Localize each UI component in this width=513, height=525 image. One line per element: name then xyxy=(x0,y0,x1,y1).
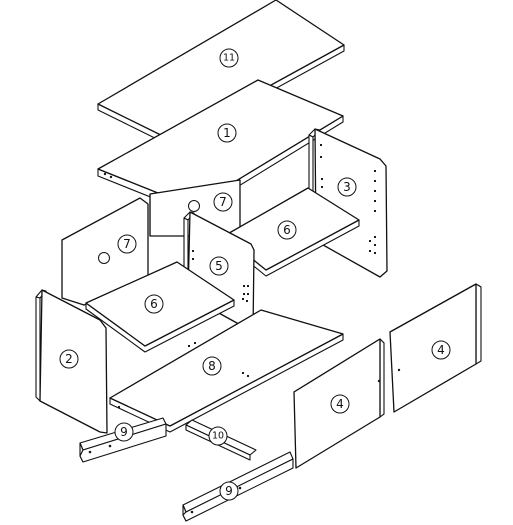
part-label-4-front: 4 xyxy=(330,394,350,414)
svg-text:9: 9 xyxy=(225,484,233,498)
svg-text:6: 6 xyxy=(283,223,291,237)
part-label-3: 3 xyxy=(337,177,357,197)
part-9-drawer-rail-right xyxy=(182,451,294,522)
svg-text:3: 3 xyxy=(343,180,351,194)
part-label-7-right: 7 xyxy=(213,192,233,212)
svg-text:6: 6 xyxy=(150,297,158,311)
svg-text:8: 8 xyxy=(208,359,216,373)
part-label-11: 11 xyxy=(219,48,239,68)
svg-text:4: 4 xyxy=(437,343,445,357)
part-7-back-panel-right xyxy=(149,179,241,237)
part-label-6-left: 6 xyxy=(144,294,164,314)
part-label-9-right: 9 xyxy=(219,481,239,501)
part-label-4-rear: 4 xyxy=(431,340,451,360)
svg-text:11: 11 xyxy=(223,53,235,64)
svg-text:7: 7 xyxy=(123,237,131,251)
part-label-9-left: 9 xyxy=(114,422,134,442)
svg-text:5: 5 xyxy=(215,259,223,273)
part-label-6-right: 6 xyxy=(277,220,297,240)
part-8-bottom-board xyxy=(109,309,344,433)
part-label-7-left: 7 xyxy=(117,234,137,254)
svg-text:7: 7 xyxy=(219,195,227,209)
svg-text:4: 4 xyxy=(336,397,344,411)
svg-text:9: 9 xyxy=(120,425,128,439)
part-label-2: 2 xyxy=(59,349,79,369)
part-label-8: 8 xyxy=(202,356,222,376)
svg-text:2: 2 xyxy=(65,352,73,366)
part-label-10: 10 xyxy=(208,426,228,446)
svg-text:1: 1 xyxy=(223,126,231,140)
part-label-5: 5 xyxy=(209,256,229,276)
svg-text:10: 10 xyxy=(212,431,224,442)
part-label-1: 1 xyxy=(217,123,237,143)
